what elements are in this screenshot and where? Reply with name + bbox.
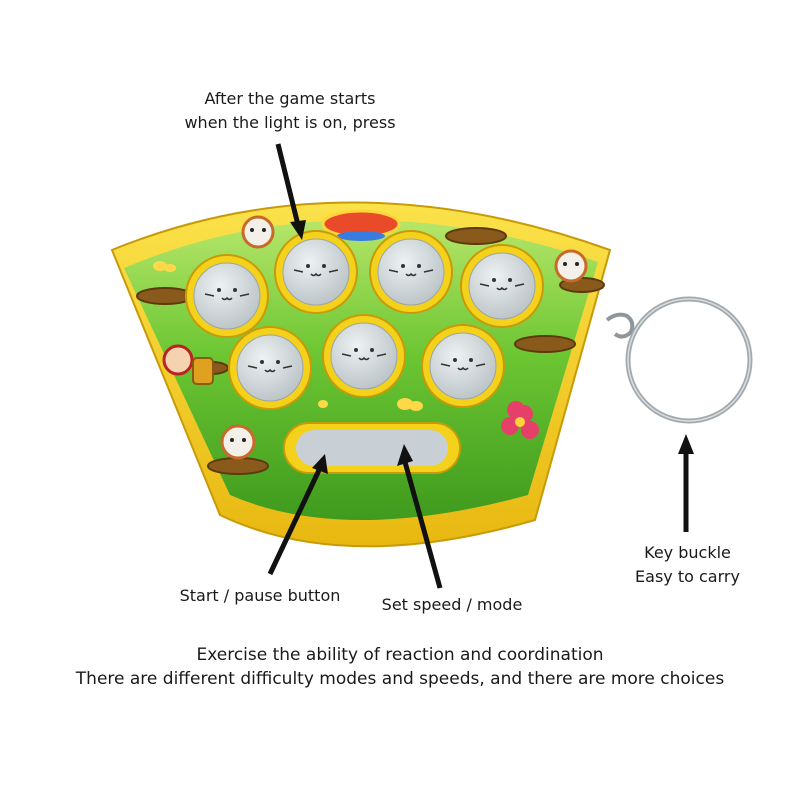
speed-mode-annotation: Set speed / mode bbox=[381, 595, 523, 614]
start-pause-annotation: Start / pause button bbox=[179, 586, 341, 605]
character-with-hammer-icon bbox=[162, 344, 214, 385]
annotation-line: Key buckle bbox=[644, 543, 731, 562]
logo-icon bbox=[321, 209, 401, 241]
mole-face-icon bbox=[388, 264, 434, 277]
mole-button[interactable] bbox=[228, 326, 312, 410]
caption-line: There are different difficulty modes and… bbox=[75, 669, 725, 689]
caption-line: Exercise the ability of reaction and coo… bbox=[196, 645, 604, 665]
hamster-icon bbox=[241, 215, 275, 249]
mole-face-icon bbox=[341, 348, 387, 361]
mole-face-icon bbox=[204, 288, 250, 301]
flower-icon bbox=[501, 401, 539, 439]
annotation-line: when the light is on, press bbox=[184, 113, 396, 132]
key-ring-icon bbox=[605, 296, 753, 424]
mole-face-icon bbox=[293, 264, 339, 277]
arrow-to-start-button bbox=[267, 454, 328, 576]
mole-button[interactable] bbox=[369, 230, 453, 314]
mole-buttons bbox=[185, 230, 544, 410]
mole-button[interactable] bbox=[185, 254, 269, 338]
hamster-icon bbox=[220, 424, 256, 460]
mole-face-icon bbox=[247, 360, 293, 373]
product-caption: Exercise the ability of reaction and coo… bbox=[20, 643, 780, 691]
mole-face-icon bbox=[440, 358, 486, 371]
annotation-line: Easy to carry bbox=[635, 567, 740, 586]
mole-button[interactable] bbox=[322, 314, 406, 398]
arrow-to-speed-button bbox=[397, 444, 443, 589]
mole-button[interactable] bbox=[274, 230, 358, 314]
hamster-icon bbox=[554, 249, 588, 283]
mole-button[interactable] bbox=[460, 244, 544, 328]
butterfly-icon bbox=[153, 261, 423, 411]
control-button-bar[interactable] bbox=[283, 422, 461, 474]
mole-face-icon bbox=[479, 278, 525, 291]
annotation-line: After the game starts bbox=[204, 89, 376, 108]
arrow-to-mole bbox=[275, 143, 306, 240]
game-start-annotation: After the game starts when the light is … bbox=[150, 87, 430, 135]
mole-button[interactable] bbox=[421, 324, 505, 408]
arrows bbox=[267, 143, 694, 589]
key-buckle-annotation: Key buckle Easy to carry bbox=[605, 541, 770, 589]
arrow-to-key-ring bbox=[678, 434, 694, 532]
